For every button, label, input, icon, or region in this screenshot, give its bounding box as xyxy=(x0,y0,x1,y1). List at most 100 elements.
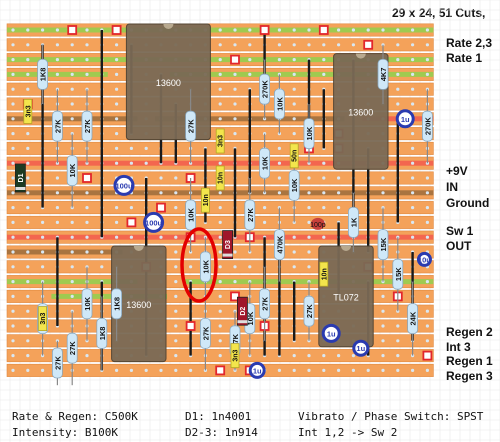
hole xyxy=(277,28,281,32)
hole xyxy=(381,354,385,358)
electrolytic-capacitor: 10u xyxy=(416,251,432,267)
hole xyxy=(203,235,207,239)
hole xyxy=(144,146,148,150)
hole xyxy=(11,191,15,195)
hole xyxy=(70,235,74,239)
hole xyxy=(233,102,237,106)
diode-label: D1 xyxy=(18,173,25,182)
hole xyxy=(174,280,178,284)
hole xyxy=(218,206,222,210)
hole xyxy=(218,102,222,106)
resistor-body xyxy=(244,199,256,231)
film-capacitor-body xyxy=(215,165,225,191)
hole xyxy=(11,28,15,32)
hole xyxy=(174,220,178,224)
hole xyxy=(322,206,326,210)
resistor-label: 15K xyxy=(379,237,388,251)
hole xyxy=(396,235,400,239)
hole xyxy=(11,117,15,121)
hole xyxy=(218,339,222,343)
resistor-body xyxy=(199,251,211,283)
hole xyxy=(55,176,60,180)
hole xyxy=(248,72,252,76)
ceramic-capacitor: 100p xyxy=(310,217,326,230)
hole xyxy=(411,43,415,47)
resistor: 270K xyxy=(259,59,271,119)
hole xyxy=(70,250,74,254)
hole xyxy=(396,368,400,372)
hole xyxy=(292,368,296,372)
footer-rate-regen: Rate & Regen: C500K xyxy=(12,410,138,423)
hole xyxy=(70,72,74,76)
resistor: 270K xyxy=(421,89,433,164)
hole xyxy=(159,235,163,239)
hole xyxy=(85,368,89,372)
ic-tl072: TL072 xyxy=(318,245,374,348)
resistor-label: 270K xyxy=(261,80,270,99)
highlight-ellipse xyxy=(180,227,218,303)
resistor-body xyxy=(347,206,359,238)
hole xyxy=(85,250,89,254)
track-cut xyxy=(363,39,374,50)
hole xyxy=(55,28,60,32)
resistor: 27K xyxy=(259,266,271,341)
hole xyxy=(337,368,341,372)
hole xyxy=(129,235,133,239)
electrolytic-capacitor: 1u xyxy=(321,323,341,343)
electrolytic-capacitor: 1u xyxy=(248,361,266,379)
hole xyxy=(292,87,296,91)
hole xyxy=(322,161,326,165)
resistor: 27K xyxy=(199,296,211,371)
resistor-body xyxy=(111,288,122,320)
resistor-label: 27K xyxy=(201,326,210,340)
diode: D2 xyxy=(236,296,248,326)
hole xyxy=(26,220,30,224)
hole xyxy=(337,354,341,358)
hole xyxy=(129,161,133,165)
hole xyxy=(11,265,15,269)
hole xyxy=(26,265,30,269)
resistor: 15K xyxy=(392,237,404,312)
resistor: 10K xyxy=(303,104,315,164)
diode: D3 xyxy=(222,230,234,260)
resistor-body xyxy=(81,288,93,320)
hole xyxy=(115,102,119,106)
resistor-label: 27K xyxy=(231,333,240,347)
hole xyxy=(26,294,30,298)
resistor-body xyxy=(81,110,93,142)
hole xyxy=(11,146,15,150)
hole xyxy=(70,43,74,47)
resistor-body xyxy=(377,59,389,90)
hole xyxy=(115,117,119,121)
hole xyxy=(396,87,400,91)
diode-body xyxy=(236,296,248,326)
hole xyxy=(396,43,400,47)
resistor: 1K8 xyxy=(111,266,122,341)
hole xyxy=(174,354,178,358)
hole xyxy=(115,235,119,239)
connection-label: Sw 1 xyxy=(446,224,474,238)
film-capacitor-label: 10n xyxy=(218,172,225,184)
hole xyxy=(396,354,400,358)
connection-label: Int 3 xyxy=(446,340,471,354)
electrolytic-capacitor: 1u xyxy=(352,339,370,357)
hole xyxy=(41,265,45,269)
resistor-label: 10K xyxy=(275,97,284,111)
hole xyxy=(292,235,296,239)
hole xyxy=(381,176,385,180)
hole xyxy=(337,206,341,210)
track-cut xyxy=(215,365,226,376)
hole xyxy=(26,161,30,165)
hole xyxy=(233,28,237,32)
resistor-label: 10K xyxy=(261,156,270,170)
film-capacitor-body xyxy=(230,343,240,369)
hole xyxy=(322,235,326,239)
hole xyxy=(70,87,74,91)
hole xyxy=(292,354,296,358)
electrolytic-label: 1u xyxy=(253,366,262,375)
hole xyxy=(11,280,15,284)
hole xyxy=(11,161,15,165)
hole xyxy=(307,43,311,47)
track-cut xyxy=(156,202,166,213)
